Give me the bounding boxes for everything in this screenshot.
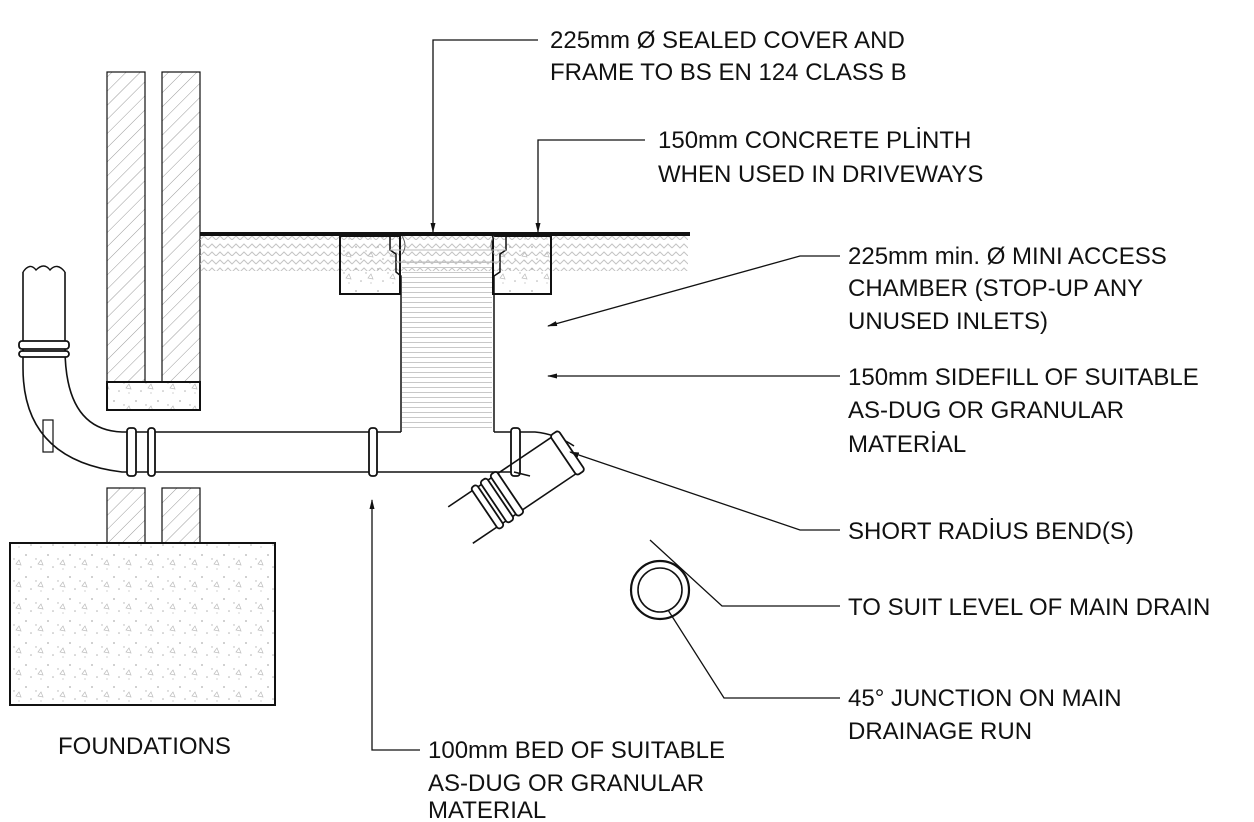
plinth-label: 150mm CONCRETE PLİNTH WHEN USED IN DRIVE… — [658, 127, 983, 188]
foundations-label: FOUNDATIONS — [58, 733, 231, 760]
leader-lines — [369, 39, 840, 751]
concrete-plinth — [339, 235, 552, 295]
cavity-wall — [42, 71, 201, 544]
bend-label: SHORT RADİUS BEND(S) — [848, 518, 1134, 545]
foundation-block — [9, 542, 276, 706]
junction-label: 45° JUNCTION ON MAIN DRAINAGE RUN — [848, 685, 1128, 745]
level-label: TO SUIT LEVEL OF MAIN DRAIN — [848, 594, 1210, 621]
chamber-label: 225mm min. Ø MINI ACCESS CHAMBER (STOP-U… — [848, 243, 1173, 335]
bed-label: 100mm BED OF SUITABLE AS-DUG OR GRANULAR… — [428, 737, 732, 822]
mini-access-chamber — [389, 235, 507, 432]
cover-label: 225mm Ø SEALED COVER AND FRAME TO BS EN … — [550, 27, 911, 86]
drain-pipework — [18, 265, 691, 621]
sidefill-label: 150mm SIDEFILL OF SUITABLE AS-DUG OR GRA… — [848, 364, 1205, 458]
